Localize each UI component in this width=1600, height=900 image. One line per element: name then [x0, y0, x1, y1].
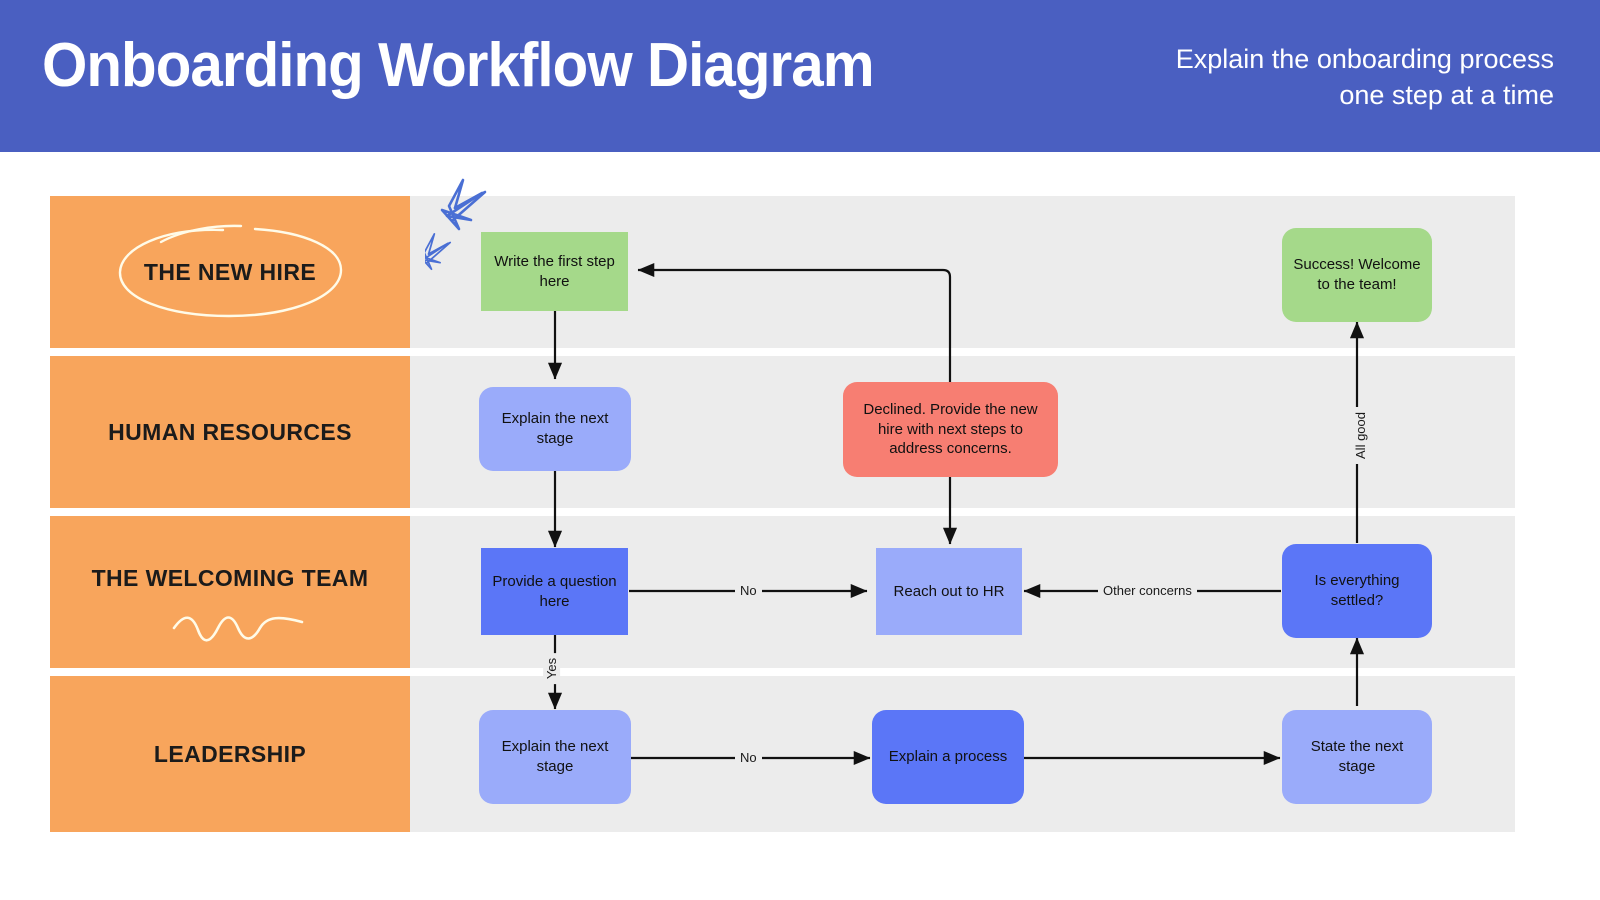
node-is-everything-settled[interactable]: Is everything settled?: [1282, 544, 1432, 638]
edge-label-yes: Yes: [543, 652, 561, 685]
node-success-welcome[interactable]: Success! Welcome to the team!: [1282, 228, 1432, 322]
lane-label-text: HUMAN RESOURCES: [108, 418, 352, 445]
lane-label-text: THE WELCOMING TEAM: [91, 564, 369, 591]
node-explain-next-stage-leadership[interactable]: Explain the next stage: [479, 710, 631, 804]
lane-label-new-hire[interactable]: THE NEW HIRE: [50, 196, 410, 348]
edge-label-all-good: All good: [1351, 407, 1369, 464]
node-state-next-stage[interactable]: State the next stage: [1282, 710, 1432, 804]
node-label: Write the first step here: [494, 252, 615, 290]
edge-label-other-concerns: Other concerns: [1098, 582, 1197, 599]
edge-declined-to-write-first: [637, 262, 952, 382]
swimlane-board: THE NEW HIRE HUMAN RESOURCES THE WELCOMI…: [0, 152, 1600, 900]
lane-label-leadership[interactable]: LEADERSHIP: [50, 676, 410, 832]
edge-label-no-1: No: [735, 582, 762, 599]
page-subtitle-line2: one step at a time: [1339, 79, 1554, 110]
node-label: Explain a process: [888, 748, 1008, 766]
node-declined[interactable]: Declined. Provide the new hire with next…: [843, 382, 1058, 477]
node-label: Reach out to HR: [893, 582, 1005, 600]
node-explain-a-process[interactable]: Explain a process: [872, 710, 1024, 804]
lane-label-welcoming-team[interactable]: THE WELCOMING TEAM: [50, 516, 410, 668]
page-header: Onboarding Workflow Diagram Explain the …: [0, 0, 1600, 152]
lane-label-text: LEADERSHIP: [153, 740, 307, 767]
node-write-first-step[interactable]: Write the first step here: [481, 232, 628, 311]
node-label: Provide a question here: [492, 572, 617, 610]
node-label: Declined. Provide the new hire with next…: [863, 400, 1038, 458]
node-label: Success! Welcome to the team!: [1293, 256, 1421, 293]
node-label: Explain the next stage: [501, 410, 609, 447]
page-subtitle-line1: Explain the onboarding process: [1175, 44, 1554, 74]
page-subtitle: Explain the onboarding process one step …: [1176, 42, 1554, 113]
node-reach-out-hr[interactable]: Reach out to HR: [876, 548, 1022, 635]
edge-label-no-2: No: [735, 749, 762, 766]
node-label: State the next stage: [1310, 738, 1404, 775]
lane-label-human-resources[interactable]: HUMAN RESOURCES: [50, 356, 410, 508]
node-label: Is everything settled?: [1314, 572, 1400, 609]
node-label: Explain the next stage: [501, 738, 609, 775]
node-provide-question[interactable]: Provide a question here: [481, 548, 628, 635]
page-title: Onboarding Workflow Diagram: [42, 31, 875, 100]
node-explain-next-stage-hr[interactable]: Explain the next stage: [479, 387, 631, 471]
